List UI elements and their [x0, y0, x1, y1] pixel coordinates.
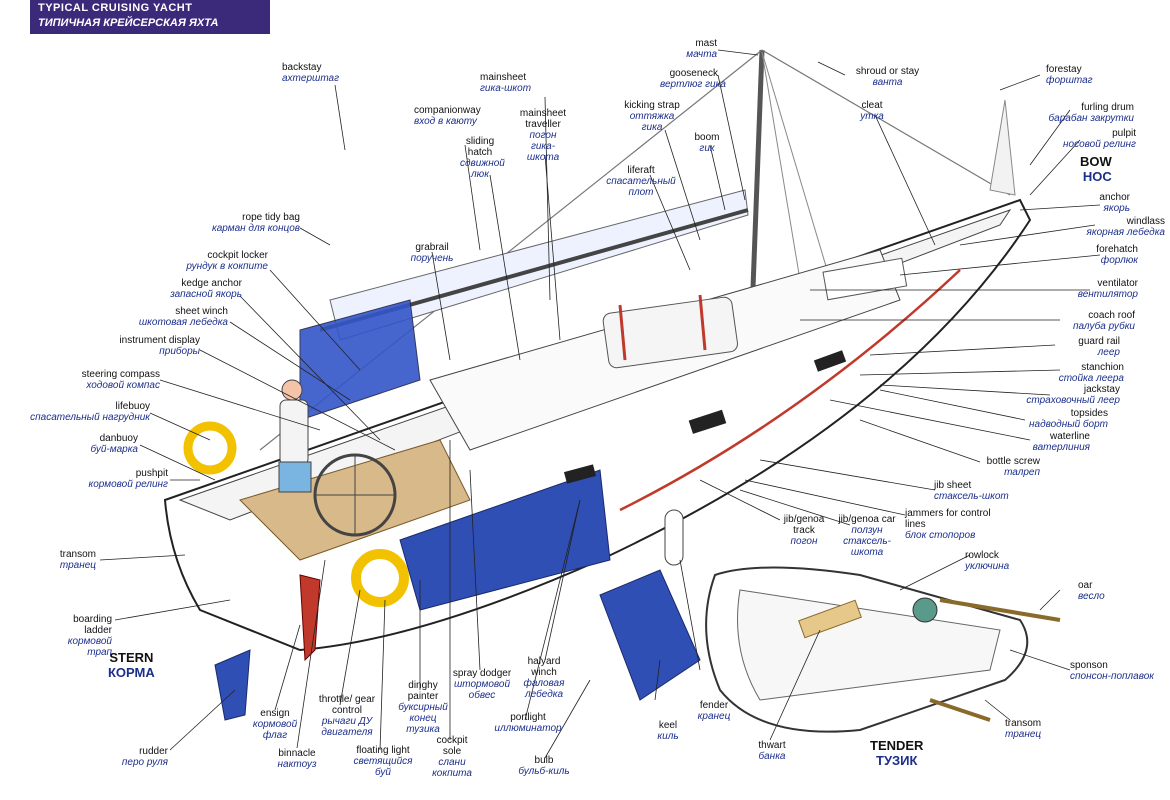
thwart-shape — [798, 599, 862, 639]
oar-shape — [939, 598, 1061, 622]
jackstay-shape — [619, 269, 961, 512]
forehatch-shape — [822, 257, 908, 301]
cockpit-blue-panel — [399, 469, 611, 611]
title-ru: ТИПИЧНАЯ КРЕЙСЕРСКАЯ ЯХТА — [38, 17, 219, 29]
crew-shorts — [278, 461, 312, 493]
rudder-shape — [214, 649, 251, 721]
title-en: TYPICAL CRUISING YACHT — [38, 2, 193, 14]
keel-shape — [599, 569, 701, 701]
tender-inner — [737, 589, 1001, 701]
oar-shape-2 — [929, 698, 991, 722]
ensign-shape — [299, 574, 321, 662]
forestay-shape — [761, 49, 1011, 196]
furled-headsail-shape — [989, 99, 1016, 196]
lifebuoy-shape-2 — [351, 549, 409, 607]
spray-dodger-shape — [299, 299, 421, 421]
outboard-motor — [912, 597, 938, 623]
portlight-shape — [688, 409, 727, 434]
lifebuoy-shape — [183, 421, 237, 475]
title-box: TYPICAL CRUISING YACHT ТИПИЧНАЯ КРЕЙСЕРС… — [30, 0, 270, 34]
fender-shape — [664, 509, 684, 566]
crew-body — [279, 399, 309, 466]
